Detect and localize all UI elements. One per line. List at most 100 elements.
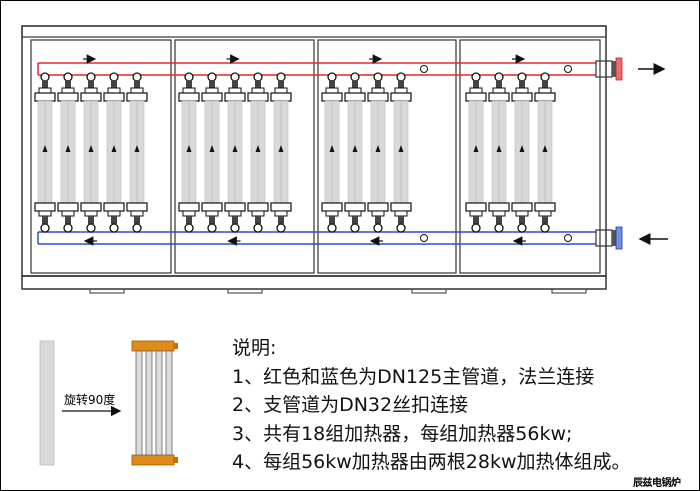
tube-flow-arrow [232, 145, 238, 152]
top-coupling [348, 87, 362, 94]
top-nipple [111, 80, 117, 88]
top-coupling [274, 87, 288, 94]
bottom-header [534, 202, 556, 212]
bottom-valve [40, 223, 50, 233]
top-valve [63, 72, 73, 82]
top-coupling [61, 87, 75, 94]
top-coupling [325, 87, 339, 94]
notes-block: 说明: 1、红色和蓝色为DN125主管道，法兰连接 2、支管道为DN32丝扣连接… [232, 334, 631, 477]
top-coupling [515, 87, 529, 94]
bottom-valve [517, 223, 527, 233]
cabinet-foot [227, 288, 263, 294]
bottom-nipple [496, 216, 502, 224]
bottom-nipple [473, 216, 479, 224]
note-line-2: 2、支管道为DN32丝扣连接 [232, 394, 469, 416]
note-line-1: 1、红色和蓝色为DN125主管道，法兰连接 [232, 365, 595, 388]
inlet-flange [595, 226, 623, 250]
top-nipple [496, 80, 502, 88]
legend-tube [155, 350, 163, 456]
bottom-valve [396, 223, 406, 233]
top-header [34, 92, 56, 102]
bottom-valve [350, 223, 360, 233]
top-nipple [65, 80, 71, 88]
bottom-header [224, 202, 246, 212]
tube-flow-arrow [65, 145, 71, 152]
tube-flow-arrow [255, 145, 261, 152]
top-coupling [371, 87, 385, 94]
cabinet-top-rail [21, 25, 607, 38]
tube-flow-arrow [473, 145, 479, 152]
bottom-nipple [232, 216, 238, 224]
note-line-3: 3、共有18组加热器，每组加热器56kw; [232, 422, 573, 445]
bottom-nipple [255, 216, 261, 224]
tube-flow-arrow [111, 145, 117, 152]
tube-flow-arrow [134, 145, 140, 152]
top-header [534, 92, 556, 102]
bottom-nipple [134, 216, 140, 224]
bottom-coupling [394, 210, 408, 217]
tube-flow-arrow [329, 145, 335, 152]
bottom-valve [109, 223, 119, 233]
top-nipple [542, 80, 548, 88]
top-coupling [84, 87, 98, 94]
bottom-valve [253, 223, 263, 233]
heater-module-frame [317, 39, 457, 274]
bottom-nipple [88, 216, 94, 224]
top-header [511, 92, 533, 102]
top-nipple [352, 80, 358, 88]
heater-unit [270, 72, 292, 233]
heater-unit [126, 72, 148, 233]
tube-flow-arrow [542, 145, 548, 152]
bottom-valve [276, 223, 286, 233]
top-coupling [492, 87, 506, 94]
bottom-coupling [107, 210, 121, 217]
top-header [344, 92, 366, 102]
bottom-coupling [205, 210, 219, 217]
top-header [367, 92, 389, 102]
top-nipple [329, 80, 335, 88]
bottom-coupling [469, 210, 483, 217]
bottom-header [367, 202, 389, 212]
spare-port [564, 234, 572, 242]
legend-bottom-stub [174, 457, 178, 463]
top-nipple [255, 80, 261, 88]
legend-top-cap [131, 340, 175, 352]
bottom-nipple [352, 216, 358, 224]
top-header [488, 92, 510, 102]
legend-heater-vertical [39, 340, 55, 466]
top-header [465, 92, 487, 102]
cabinet-base [21, 275, 607, 290]
top-nipple [232, 80, 238, 88]
tube-flow-arrow [186, 145, 192, 152]
top-valve [373, 72, 383, 82]
top-valve [86, 72, 96, 82]
bottom-header [465, 202, 487, 212]
bottom-valve [230, 223, 240, 233]
bottom-nipple [278, 216, 284, 224]
bottom-coupling [348, 210, 362, 217]
heater-unit [321, 72, 343, 233]
top-valve [40, 72, 50, 82]
heater-unit [57, 72, 79, 233]
bottom-header [103, 202, 125, 212]
top-valve [109, 72, 119, 82]
top-valve [207, 72, 217, 82]
note-line-4: 4、每组56kw加热器由两根28kw加热体组成。 [232, 451, 631, 473]
top-header [57, 92, 79, 102]
bottom-valve [132, 223, 142, 233]
legend-tube [135, 350, 143, 456]
heater-unit [367, 72, 389, 233]
heater-unit [465, 72, 487, 233]
heater-unit [80, 72, 102, 233]
top-valve [253, 72, 263, 82]
top-valve [230, 72, 240, 82]
tube-flow-arrow [278, 145, 284, 152]
top-coupling [469, 87, 483, 94]
bottom-coupling [538, 210, 552, 217]
bottom-nipple [398, 216, 404, 224]
top-nipple [473, 80, 479, 88]
spare-port [420, 234, 428, 242]
top-header [201, 92, 223, 102]
bottom-valve [373, 223, 383, 233]
bottom-header [270, 202, 292, 212]
